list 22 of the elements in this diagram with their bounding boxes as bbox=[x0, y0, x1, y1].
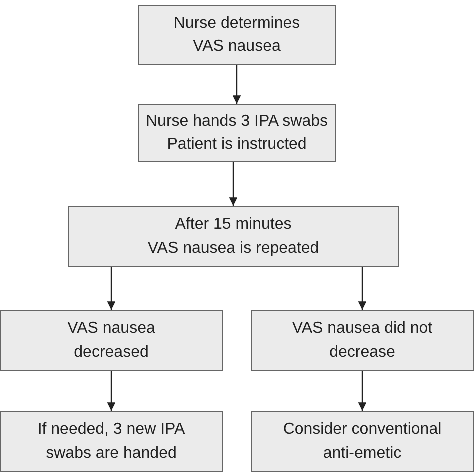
arrow bbox=[107, 267, 116, 310]
box-text: Patient is instructed bbox=[167, 135, 307, 155]
process-box bbox=[138, 5, 336, 65]
process-box bbox=[0, 310, 223, 371]
arrow bbox=[107, 371, 116, 411]
process-box bbox=[138, 104, 336, 162]
box-text: Nurse hands 3 IPA swabs bbox=[146, 112, 328, 132]
process-box bbox=[251, 411, 474, 472]
arrow bbox=[229, 162, 238, 206]
process-box bbox=[0, 411, 223, 472]
arrow bbox=[358, 267, 367, 310]
box-text: Nurse determines VAS nausea bbox=[172, 14, 302, 57]
box-text: Consider conventional anti-emetic bbox=[282, 420, 443, 464]
arrow bbox=[232, 65, 242, 104]
process-box bbox=[68, 206, 399, 267]
box-text: VAS nausea decreased bbox=[66, 319, 156, 362]
box-text: If needed, 3 new IPA swabs are handed bbox=[36, 420, 186, 464]
box-text: VAS nausea did not decrease bbox=[291, 319, 434, 362]
box-text: VAS nausea is repeated bbox=[148, 238, 320, 258]
box-text: After 15 minutes bbox=[175, 215, 292, 236]
arrow bbox=[358, 371, 367, 411]
process-box bbox=[251, 310, 474, 371]
